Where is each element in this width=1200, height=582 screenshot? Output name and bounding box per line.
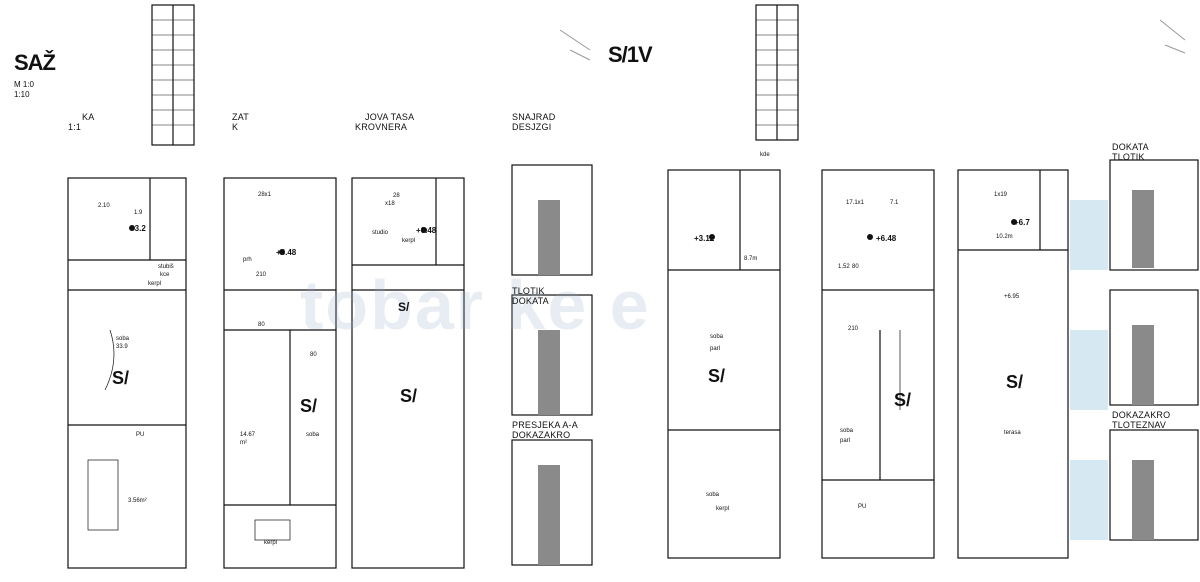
room-label: soba	[710, 334, 724, 340]
section-mark: S/	[894, 390, 912, 410]
section-mark: S/	[300, 396, 318, 416]
room-label: 10.2m	[996, 234, 1013, 240]
room-label: kde	[760, 152, 770, 158]
room-label: 210	[848, 326, 859, 332]
room-label: 28	[393, 193, 400, 199]
room-label: m²	[240, 440, 247, 446]
room-label: prh	[243, 257, 252, 263]
section-mark: S/	[112, 368, 130, 388]
side-header: DOKAZAKRO	[1112, 410, 1171, 420]
room-label: x18	[385, 201, 395, 207]
level-label: +6.48	[876, 234, 897, 243]
side-header: TLOTEZNAV	[1112, 420, 1167, 430]
room-label: 210	[256, 272, 267, 278]
room-label: 14.67	[240, 432, 256, 438]
sheet-title-left: SAŽ	[14, 50, 56, 75]
side-header: DOKATA	[512, 296, 549, 306]
room-label: kerpl	[716, 506, 730, 512]
room-label: soba	[306, 432, 320, 438]
room-label: 1x19	[994, 192, 1008, 198]
side-header: DOKAZAKRO	[512, 430, 571, 440]
room-label: soba	[706, 492, 720, 498]
room-label: PU	[858, 504, 867, 510]
section-subheading: K	[232, 122, 239, 132]
section-subheading: KROVNERA	[355, 122, 408, 132]
side-header: PRESJEKA A-A	[512, 420, 578, 430]
section-heading: JOVA TASA	[365, 112, 415, 122]
section-heading: SNAJRAD	[512, 112, 556, 122]
room-label: 2.10	[98, 203, 110, 209]
section-mark: S/	[400, 386, 418, 406]
section-mark: S/	[398, 300, 410, 314]
level-label: +6.48	[276, 248, 297, 257]
section-mark: S/	[1006, 372, 1024, 392]
section-mark: S/	[708, 366, 726, 386]
section-subheading: 1:1	[68, 122, 82, 132]
room-label: kerpl	[148, 281, 162, 287]
room-label: terasa	[1004, 430, 1021, 436]
side-header: DOKATA	[1112, 142, 1149, 152]
room-label: 33.9	[116, 344, 128, 350]
room-label: stubiš	[158, 264, 174, 270]
level-label: +6.48	[416, 226, 437, 235]
room-label: 80	[310, 352, 317, 358]
room-label: +6.95	[1004, 294, 1020, 300]
room-label: studio	[372, 230, 389, 236]
section-subheading: DESJZGI	[512, 122, 552, 132]
room-label: 1.52	[838, 264, 850, 270]
level-label: +6.7	[1014, 218, 1030, 227]
room-label: parl	[840, 438, 851, 444]
room-label: kce	[160, 272, 170, 278]
level-label: +3.2	[130, 224, 146, 233]
scale-line-1: M 1:0	[14, 80, 35, 89]
room-label: 28x1	[258, 192, 272, 198]
room-label: parl	[710, 346, 721, 352]
side-header: TLOTIK	[1112, 152, 1145, 162]
room-label: soba	[840, 428, 854, 434]
room-label: 3.56m²	[128, 498, 147, 504]
level-label: +3.12	[694, 234, 715, 243]
room-label: kerpl	[402, 238, 416, 244]
scale-line-2: 1:10	[14, 90, 30, 99]
section-heading: KA	[82, 112, 95, 122]
sheet-title-right: S/1V	[608, 42, 653, 67]
watermark: tobar ke e	[300, 266, 651, 344]
room-label: 80	[258, 322, 265, 328]
room-label: 17.1x1	[846, 200, 865, 206]
section-heading: ZAT	[232, 112, 249, 122]
room-label: 1.9	[134, 210, 143, 216]
room-label: 8.7m	[744, 256, 758, 262]
side-header: TLOTIK	[512, 286, 545, 296]
room-label: PU	[136, 432, 145, 438]
room-label: soba	[116, 336, 130, 342]
room-label: kerpl	[264, 540, 278, 546]
room-label: 80	[852, 264, 859, 270]
room-label: 7.1	[890, 200, 899, 206]
